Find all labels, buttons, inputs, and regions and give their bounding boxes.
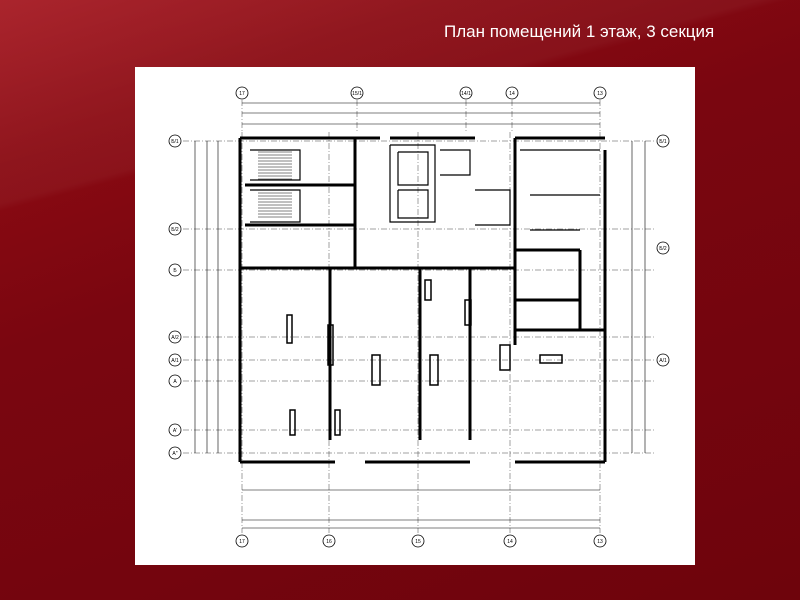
room-outline: [250, 189, 301, 223]
axis-bubble: 13: [593, 534, 607, 548]
axis-bubble-circle: [168, 222, 182, 236]
axis-bubble-circle: [503, 534, 517, 548]
axis-label: 14: [509, 91, 515, 97]
axis-bubble: 14: [505, 86, 519, 100]
slide-title: План помещений 1 этаж, 3 секция: [444, 22, 715, 41]
axis-bubble-circle: [235, 86, 249, 100]
axis-label: 14/1: [461, 91, 471, 97]
column: [424, 279, 432, 301]
floor-plan-sheet: [135, 67, 695, 565]
axis-bubble-circle: [168, 134, 182, 148]
axis-bubble: 16: [322, 534, 336, 548]
axis-label: 13: [597, 539, 603, 545]
axis-bubble: 15: [411, 534, 425, 548]
axis-bubble: 17: [235, 534, 249, 548]
axis-bubble-circle: [505, 86, 519, 100]
column: [334, 409, 341, 436]
axis-bubble: А/2: [168, 330, 182, 344]
axis-label: 13: [597, 91, 603, 97]
column: [371, 354, 381, 386]
column: [499, 344, 511, 371]
axis-bubble: Б/1: [656, 134, 670, 148]
axis-label: 15: [415, 539, 421, 545]
axis-label: Б/1: [171, 139, 179, 145]
axis-label: А/1: [171, 358, 179, 364]
axis-bubble-circle: [168, 446, 182, 460]
axis-label: 15/1: [352, 91, 362, 97]
axis-bubble-circle: [168, 330, 182, 344]
axis-label: 17: [239, 91, 245, 97]
column: [464, 299, 472, 326]
axis-label: 16: [326, 539, 332, 545]
room-outline: [397, 189, 429, 219]
axis-bubble: Б/2: [656, 241, 670, 255]
axis-bubble-circle: [656, 353, 670, 367]
axis-bubble-circle: [411, 534, 425, 548]
axis-bubble: А'': [168, 446, 182, 460]
axis-bubble-circle: [459, 86, 473, 100]
column: [286, 314, 293, 344]
axis-label: А'': [172, 451, 177, 457]
axis-bubble-circle: [350, 86, 364, 100]
axis-bubble-circle: [322, 534, 336, 548]
axis-bubble: 15/1: [350, 86, 364, 100]
room-outline: [440, 149, 471, 176]
axis-bubble: 14/1: [459, 86, 473, 100]
axis-bubble: А/1: [656, 353, 670, 367]
column: [539, 354, 563, 364]
axis-bubble: 14: [503, 534, 517, 548]
room-outline: [397, 151, 429, 186]
walls: [238, 136, 607, 464]
axis-bubble: А: [168, 374, 182, 388]
axis-bubble: Б/2: [168, 222, 182, 236]
axis-bubble-circle: [168, 374, 182, 388]
axis-bubble: А': [168, 423, 182, 437]
axis-label: 14: [507, 539, 513, 545]
column: [289, 409, 296, 436]
axis-bubble: Б: [168, 263, 182, 277]
axis-bubble: А/1: [168, 353, 182, 367]
axis-bubble: 13: [593, 86, 607, 100]
axis-bubble: Б/1: [168, 134, 182, 148]
axis-bubble-circle: [235, 534, 249, 548]
axis-bubble-circle: [168, 353, 182, 367]
axis-bubble-circle: [656, 241, 670, 255]
axis-bubble: 17: [235, 86, 249, 100]
axis-label: Б: [173, 268, 177, 274]
axis-label: Б/2: [171, 227, 179, 233]
axis-bubble-circle: [168, 263, 182, 277]
axis-label: А: [173, 379, 177, 385]
room-outline: [250, 149, 301, 181]
axis-label: 17: [239, 539, 245, 545]
column: [327, 324, 334, 366]
room-outline: [475, 189, 511, 226]
axis-bubble-circle: [168, 423, 182, 437]
grid-lines: [183, 100, 655, 533]
axis-label: А/2: [171, 335, 179, 341]
column: [429, 354, 439, 386]
axis-label: А': [173, 428, 177, 434]
axis-label: Б/1: [659, 139, 667, 145]
room-outline: [389, 144, 436, 223]
axis-label: Б/2: [659, 246, 667, 252]
axis-label: А/1: [659, 358, 667, 364]
axis-bubble-circle: [593, 86, 607, 100]
axis-bubble-circle: [656, 134, 670, 148]
dimension-lines: [194, 102, 646, 529]
axis-bubble-circle: [593, 534, 607, 548]
